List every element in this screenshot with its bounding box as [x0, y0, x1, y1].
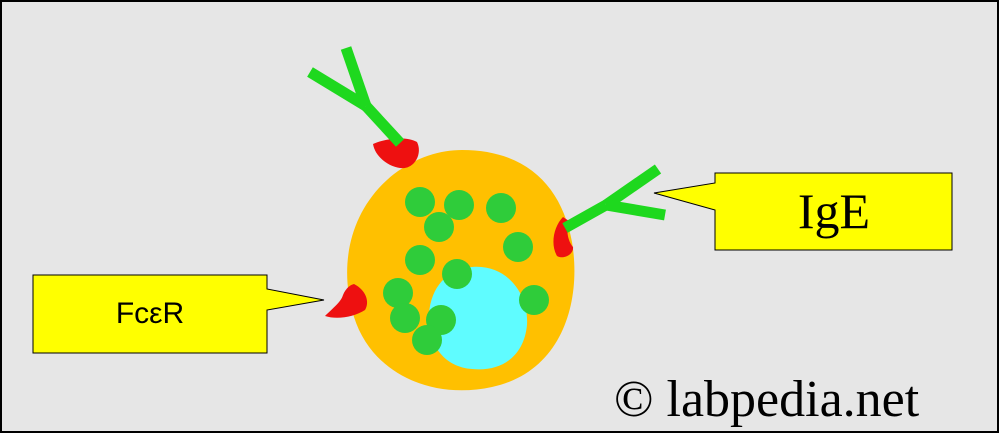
ige-antibody-right — [562, 164, 666, 233]
receptor-top — [373, 138, 419, 169]
antibody-arm — [602, 164, 662, 210]
granule — [503, 232, 533, 262]
granule — [390, 303, 420, 333]
watermark-text: © labpedia.net — [614, 370, 920, 428]
granule — [486, 193, 516, 223]
granule — [519, 285, 549, 315]
granule — [412, 325, 442, 355]
granule — [442, 259, 472, 289]
antibody-arm — [605, 199, 666, 221]
ige-antibody-top — [307, 46, 405, 147]
fcer-callout-box — [32, 274, 325, 354]
granule — [424, 212, 454, 242]
granule — [405, 245, 435, 275]
antibody-arm — [307, 67, 369, 111]
antibody-arm — [340, 46, 372, 108]
granule — [383, 278, 413, 308]
receptor-right — [553, 217, 574, 258]
receptor-left — [325, 284, 368, 318]
granule — [405, 187, 435, 217]
nucleus — [428, 266, 528, 370]
fcer-label: FcεR — [115, 297, 185, 330]
granules — [383, 187, 549, 355]
antibody-stem — [562, 200, 609, 233]
antibody-stem — [361, 102, 405, 147]
ige-callout-box — [653, 172, 953, 251]
ige-label: IgE — [797, 183, 871, 239]
granule — [444, 190, 474, 220]
